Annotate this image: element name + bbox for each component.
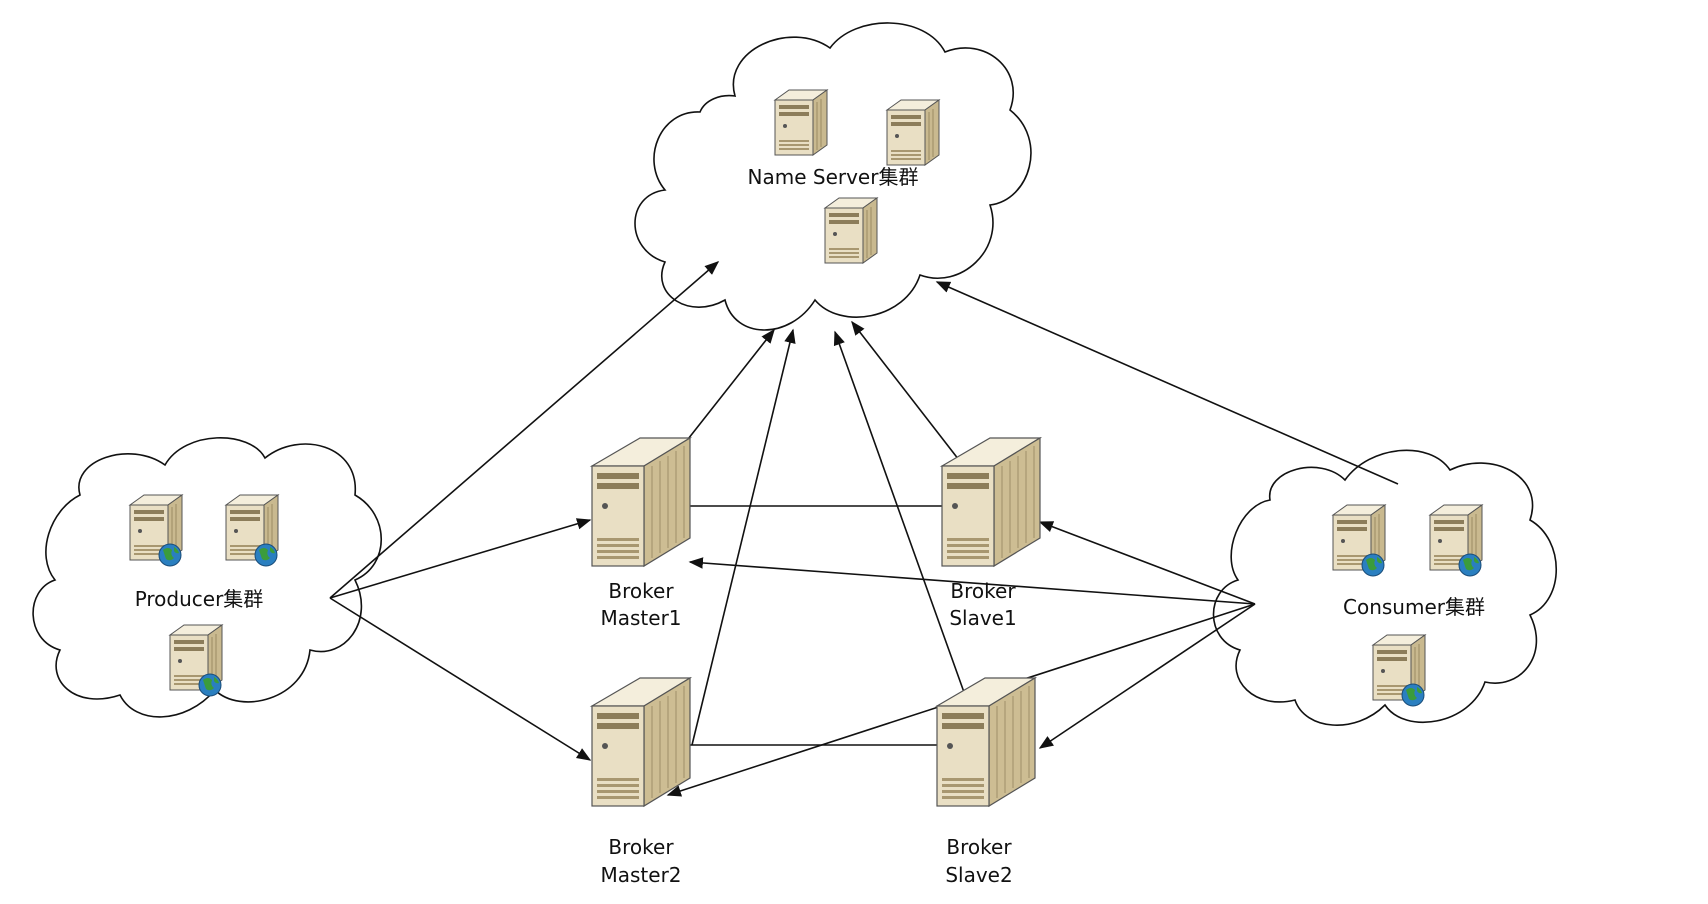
edge-master2-nameserver xyxy=(691,328,796,746)
broker-server-icon xyxy=(941,437,1041,567)
server-icon xyxy=(774,89,828,156)
name-server-cluster-label: Name Server集群 xyxy=(748,165,919,189)
broker-server-icon xyxy=(936,677,1036,807)
producer-cluster-label: Producer集群 xyxy=(135,587,264,611)
server-globe-icon xyxy=(1430,505,1482,576)
edge-producer-nameserver xyxy=(329,261,720,599)
broker-slave1-label-line1: Broker xyxy=(950,579,1016,603)
broker-slave2-label-line1: Broker xyxy=(946,835,1012,859)
edge-producer-master2 xyxy=(329,597,592,761)
broker-master1-label-line2: Master1 xyxy=(600,606,681,630)
server-globe-icon xyxy=(1373,635,1425,706)
producer-cloud xyxy=(32,437,383,718)
consumer-cluster-label: Consumer集群 xyxy=(1343,595,1485,619)
server-globe-icon xyxy=(130,495,182,566)
server-icon xyxy=(824,197,878,264)
broker-master1-label-line1: Broker xyxy=(608,579,674,603)
edge-consumer-slave1 xyxy=(1038,521,1256,605)
server-globe-icon xyxy=(1333,505,1385,576)
edge-producer-master1 xyxy=(329,518,592,599)
broker-slave2: Broker Slave2 xyxy=(936,677,1036,887)
broker-master2: Broker Master2 xyxy=(591,677,691,887)
broker-slave1-label-line2: Slave1 xyxy=(949,606,1016,630)
edge-consumer-slave2 xyxy=(1038,603,1256,749)
broker-slave1: Broker Slave1 xyxy=(941,437,1041,630)
broker-master2-label-line2: Master2 xyxy=(600,863,681,887)
edge-consumer-nameserver xyxy=(935,281,1399,485)
broker-master2-label-line1: Broker xyxy=(608,835,674,859)
server-globe-icon xyxy=(226,495,278,566)
broker-master1: Broker Master1 xyxy=(591,437,691,630)
server-icon xyxy=(886,99,940,166)
edge-slave2-nameserver xyxy=(833,330,966,696)
broker-server-icon xyxy=(591,437,691,567)
edge-consumer-master1 xyxy=(688,557,1256,605)
broker-slave2-label-line2: Slave2 xyxy=(945,863,1012,887)
broker-server-icon xyxy=(591,677,691,807)
server-globe-icon xyxy=(170,625,222,696)
